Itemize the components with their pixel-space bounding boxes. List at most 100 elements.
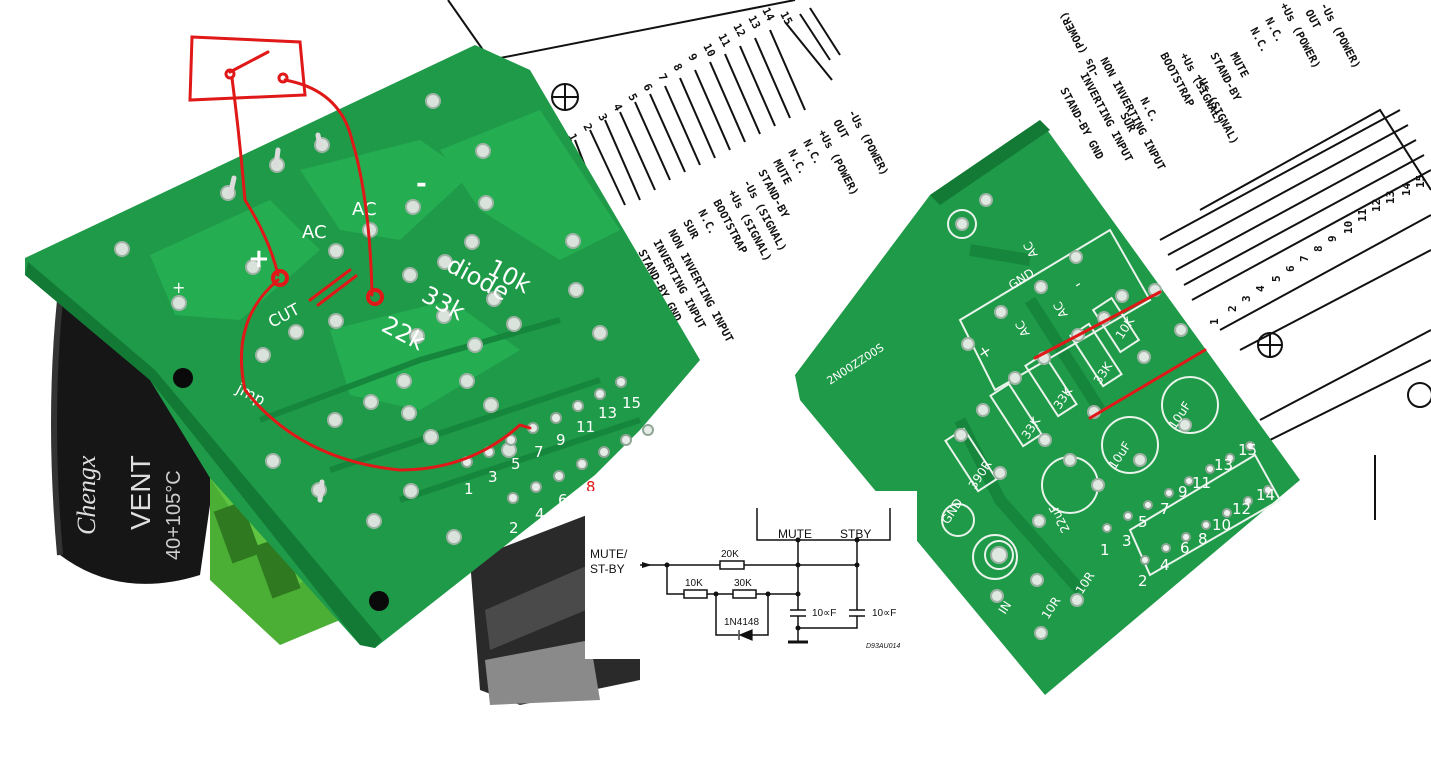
lb-pin-1: 1 <box>464 480 474 498</box>
right-pinout-legs <box>1159 109 1431 441</box>
sch-diode-label: 1N4148 <box>724 617 759 628</box>
sch-r10k-label: 10K <box>685 578 703 589</box>
rb-pin-12: 12 <box>1232 500 1251 518</box>
rp-num-13: 13 <box>1384 191 1397 204</box>
resistor-20k <box>719 560 745 570</box>
lb-pin-15: 15 <box>622 394 641 412</box>
lp-num-10: 10 <box>700 41 718 59</box>
rp-num-6: 6 <box>1284 265 1297 272</box>
input-arrow-icon <box>642 562 652 568</box>
label-plus-pad: + <box>172 278 185 297</box>
right-pcb-traces <box>954 244 1106 594</box>
red-pad-22k <box>366 288 384 306</box>
sch-input-label-2: ST-BY <box>590 562 625 576</box>
sch-r30k-label: 30K <box>734 578 752 589</box>
red-cut-mark <box>308 268 358 307</box>
rb-pin-1: 1 <box>1100 541 1110 559</box>
lb-pin-14: 14 <box>656 438 675 456</box>
rp-num-2: 2 <box>1226 305 1239 312</box>
rb-pin-9: 9 <box>1178 483 1188 501</box>
rp-num-5: 5 <box>1270 275 1283 282</box>
rb-pin-14: 14 <box>1256 486 1275 504</box>
red-switch-contact-1 <box>224 68 236 80</box>
rb-pin-5: 5 <box>1138 513 1148 531</box>
rb-ac1: AC <box>1021 239 1041 260</box>
sch-r20k-label: 20K <box>721 549 739 560</box>
rb-pin-2: 2 <box>1138 572 1148 590</box>
lb-pin-12: 12 <box>630 450 649 468</box>
right-board-pin-numbers: 15 13 11 9 7 5 3 1 14 12 10 8 6 4 2 <box>1100 441 1275 590</box>
left-pcb-edge <box>25 262 382 648</box>
sch-input-label-1: MUTE/ <box>590 547 628 561</box>
rp-num-7: 7 <box>1298 255 1311 262</box>
lb-pin-11: 11 <box>576 418 595 436</box>
rp-num-4: 4 <box>1254 285 1267 292</box>
resistor-30k <box>732 589 757 599</box>
red-wire-2 <box>283 78 374 297</box>
lp-num-15: 15 <box>777 9 795 27</box>
rb-pin-3: 3 <box>1122 532 1132 550</box>
cap-vent-text: VENT <box>125 455 156 530</box>
red-switch-contact-2 <box>277 72 289 84</box>
sch-code-label: D93AU014 <box>866 643 900 650</box>
label-ac-top: AC <box>352 199 377 220</box>
lp-num-8: 8 <box>670 61 685 73</box>
rb-ac2: AC <box>1013 318 1033 339</box>
mount-hole-left <box>173 368 193 388</box>
label-ac-mid: AC <box>302 222 327 243</box>
sch-c2-label: 10∝F <box>872 608 896 619</box>
rb-pin-15: 15 <box>1238 441 1257 459</box>
cap-rating-text: 40+105°C <box>163 470 185 560</box>
label-plus-red: + <box>248 244 270 274</box>
right-pcb-edge <box>930 120 1050 205</box>
lp-num-14: 14 <box>759 5 777 23</box>
left-board-pin-numbers: 15 13 11 9 7 5 3 1 14 12 10 8 6 4 2 <box>464 394 675 537</box>
lb-pin-7: 7 <box>534 443 544 461</box>
left-pinout-numbers: 15 14 13 12 11 10 9 8 7 6 5 4 3 2 1 <box>565 5 795 143</box>
rb-pin-4: 4 <box>1160 556 1170 574</box>
lb-pin-8: 8 <box>586 478 596 496</box>
right-pcb-pads <box>954 193 1192 640</box>
right-pcb-mount-pads <box>947 209 1014 570</box>
right-pcb-board <box>795 120 1300 695</box>
red-wiring-overlay <box>188 35 532 472</box>
rb-pin-10: 10 <box>1212 516 1231 534</box>
lp-num-12: 12 <box>730 21 748 39</box>
lb-pin-5: 5 <box>511 455 521 473</box>
left-pcb-photo: Chengx VENT 40+105°C <box>25 35 700 705</box>
diode-1n4148-symbol <box>738 629 753 641</box>
right-pcb-ic-pads <box>1102 441 1273 565</box>
right-red-cut-lines <box>1033 290 1207 420</box>
schematic-junctions <box>664 537 860 631</box>
lb-pin-13: 13 <box>598 404 617 422</box>
rp-num-14: 14 <box>1400 182 1413 196</box>
red-switch-box <box>188 35 307 102</box>
rp-num-9: 9 <box>1326 235 1339 242</box>
red-switch-lever <box>228 50 270 74</box>
red-wire-1 <box>230 76 280 277</box>
rp-num-8: 8 <box>1312 245 1325 252</box>
red-pad-plus <box>271 269 289 287</box>
rp-num-11: 11 <box>1356 208 1369 222</box>
lb-pin-4: 4 <box>535 505 545 523</box>
lp-num-5: 5 <box>625 91 640 103</box>
rp-num-3: 3 <box>1240 295 1253 302</box>
lp-num-13: 13 <box>745 13 763 31</box>
sch-stby-label: STBY <box>840 527 871 541</box>
lb-pin-6: 6 <box>558 491 568 509</box>
right-pinout-numbers: 1 2 3 4 5 6 7 8 9 10 11 12 13 14 15 <box>1208 175 1427 325</box>
electrolytic-capacitor: Chengx VENT 40+105°C <box>51 299 215 584</box>
lb-pin-9: 9 <box>556 431 566 449</box>
lb-pin-10: 10 <box>605 466 624 484</box>
mute-standby-schematic: MUTE/ ST-BY 20K 10K 30K 1N4148 MUTE STBY… <box>585 491 917 659</box>
lb-pin-2: 2 <box>509 519 519 537</box>
lp-num-3: 3 <box>595 111 610 123</box>
schematic-wires <box>640 508 891 644</box>
mount-hole-bottom <box>369 591 389 611</box>
rp-num-15: 15 <box>1414 175 1427 188</box>
rb-pin-13: 13 <box>1214 456 1233 474</box>
rp-num-10: 10 <box>1342 221 1355 234</box>
right-pinout-sheet: -Us (POWER) -Us (POWER) OUT +Us (POWER) … <box>1040 0 1431 520</box>
cap-brand-text: Chengx <box>72 455 101 535</box>
